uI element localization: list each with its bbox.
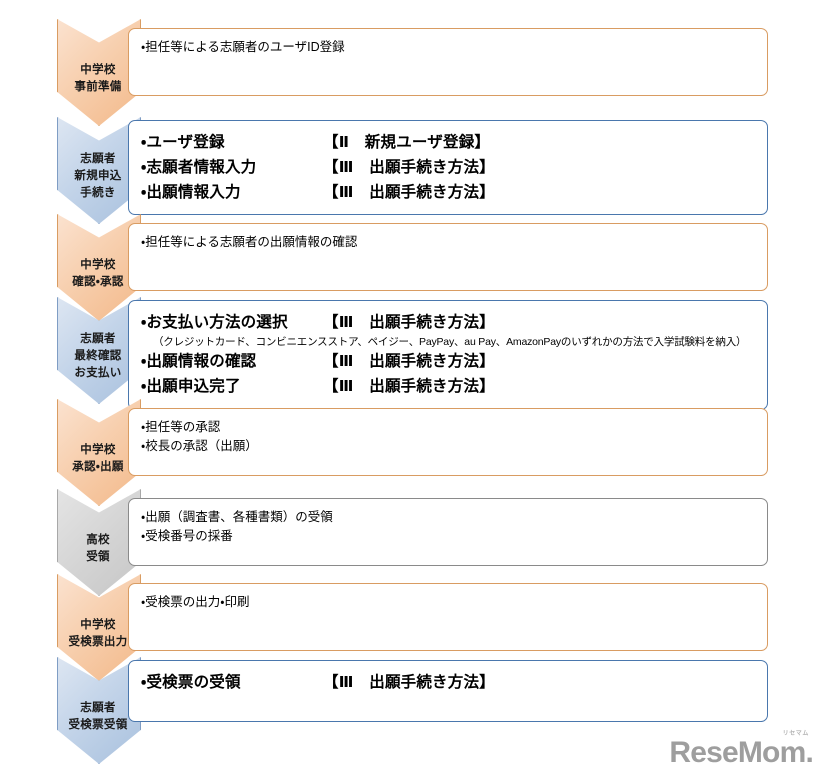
step-content-line: ・志願者情報入力 【Ⅲ 出願手続き方法】 <box>141 155 767 180</box>
step-content-line: ・受検票の受領 【Ⅲ 出願手続き方法】 <box>141 670 767 695</box>
step-action-text: ・担任等による志願者のユーザID登録 <box>141 40 345 54</box>
step-content-box: ・受検票の受領 【Ⅲ 出願手続き方法】 <box>128 660 768 722</box>
step-content-list: ・出願（調査書、各種書類）の受領・受検番号の採番 <box>141 508 767 547</box>
step-reference-tag: 【Ⅲ 出願手続き方法】 <box>323 314 495 331</box>
step-reference-tag: 【Ⅲ 出願手続き方法】 <box>323 378 495 396</box>
step-content-list: ・担任等による志願者の出願情報の確認 <box>141 233 767 252</box>
watermark-superscript: リセマム <box>782 731 809 737</box>
stage-chevron-arrow-icon: 志願者受検票受領 <box>57 657 141 764</box>
step-content-list: ・お支払い方法の選択【Ⅲ 出願手続き方法】（クレジットカード、コンビニエンススト… <box>141 310 767 400</box>
step-content-line: ・校長の承認（出願） <box>141 437 767 456</box>
step-action-text: ・お支払い方法の選択 <box>141 314 288 331</box>
step-content-line: ・出願申込完了 【Ⅲ 出願手続き方法】 <box>141 374 767 399</box>
step-content-line: ・受検番号の採番 <box>141 527 767 546</box>
watermark-wordmark: ReseMom. <box>669 736 813 769</box>
step-content-line: ・お支払い方法の選択 【Ⅲ 出願手続き方法】 <box>141 310 767 335</box>
step-action-text: ・担任等の承認 <box>141 420 221 434</box>
stage-chevron-arrow-icon: 志願者最終確認お支払い <box>57 297 141 404</box>
step-content-box: ・担任等による志願者の出願情報の確認 <box>128 223 768 291</box>
step-content-list: ・ユーザ登録【Ⅱ 新規ユーザ登録】・志願者情報入力【Ⅲ 出願手続き方法】・出願情… <box>141 130 767 205</box>
step-reference-tag: 【Ⅱ 新規ユーザ登録】 <box>323 134 491 151</box>
step-content-box: ・ユーザ登録【Ⅱ 新規ユーザ登録】・志願者情報入力【Ⅲ 出願手続き方法】・出願情… <box>128 120 768 216</box>
step-content-box: ・出願（調査書、各種書類）の受領・受検番号の採番 <box>128 498 768 566</box>
step-content-box: ・担任等の承認・校長の承認（出願） <box>128 408 768 476</box>
resemom-watermark-logo: ReseMom. リセマム <box>669 731 813 769</box>
step-action-text: ・担任等による志願者の出願情報の確認 <box>141 235 358 249</box>
step-reference-tag: 【Ⅲ 出願手続き方法】 <box>323 184 495 202</box>
step-action-text: ・受検票の受領 <box>141 674 241 691</box>
step-content-line: ・ユーザ登録 【Ⅱ 新規ユーザ登録】 <box>141 130 767 155</box>
step-action-text: ・志願者情報入力 <box>141 159 257 177</box>
step-action-text: ・ユーザ登録 <box>141 134 225 151</box>
step-content-line: ・出願情報入力 【Ⅲ 出願手続き方法】 <box>141 180 767 205</box>
step-reference-tag: 【Ⅲ 出願手続き方法】 <box>323 674 495 691</box>
step-reference-tag: 【Ⅲ 出願手続き方法】 <box>323 159 495 177</box>
step-action-text: ・出願申込完了 <box>141 378 241 396</box>
step-content-line: ・担任等による志願者の出願情報の確認 <box>141 233 767 252</box>
step-action-text: ・受検番号の採番 <box>141 529 233 544</box>
step-content-list: ・受検票の出力・印刷 <box>141 593 767 612</box>
stage-chevron-arrow-icon: 志願者新規申込手続き <box>57 117 141 224</box>
step-action-text: ・校長の承認（出願） <box>141 439 258 454</box>
step-content-line: ・担任等による志願者のユーザID登録 <box>141 38 767 57</box>
step-content-list: ・担任等による志願者のユーザID登録 <box>141 38 767 57</box>
step-content-box: ・受検票の出力・印刷 <box>128 583 768 651</box>
step-action-text: ・出願情報の確認 <box>141 353 257 371</box>
step-content-line: ・受検票の出力・印刷 <box>141 593 767 612</box>
step-content-line: ・出願（調査書、各種書類）の受領 <box>141 508 767 527</box>
payment-methods-note: （クレジットカード、コンビニエンスストア、ペイジー、PayPay、au Pay、… <box>153 336 747 349</box>
step-content-list: ・担任等の承認・校長の承認（出願） <box>141 418 767 457</box>
stage-chevron-arrow-icon: 中学校事前準備 <box>57 19 141 126</box>
step-content-box: ・お支払い方法の選択【Ⅲ 出願手続き方法】（クレジットカード、コンビニエンススト… <box>128 300 768 410</box>
step-content-line: ・担任等の承認 <box>141 418 767 437</box>
stage-chevron-arrow-icon: 高校受領 <box>57 489 141 596</box>
step-action-text: ・出願（調査書、各種書類）の受領 <box>141 510 333 524</box>
step-content-list: ・受検票の受領 【Ⅲ 出願手続き方法】 <box>141 670 767 695</box>
step-content-box: ・担任等による志願者のユーザID登録 <box>128 28 768 96</box>
step-reference-tag: 【Ⅲ 出願手続き方法】 <box>323 353 495 371</box>
step-action-text: ・出願情報入力 <box>141 184 241 202</box>
step-content-line: ・出願情報の確認 【Ⅲ 出願手続き方法】 <box>141 349 767 374</box>
step-action-text: ・受検票の出力・印刷 <box>141 595 250 609</box>
